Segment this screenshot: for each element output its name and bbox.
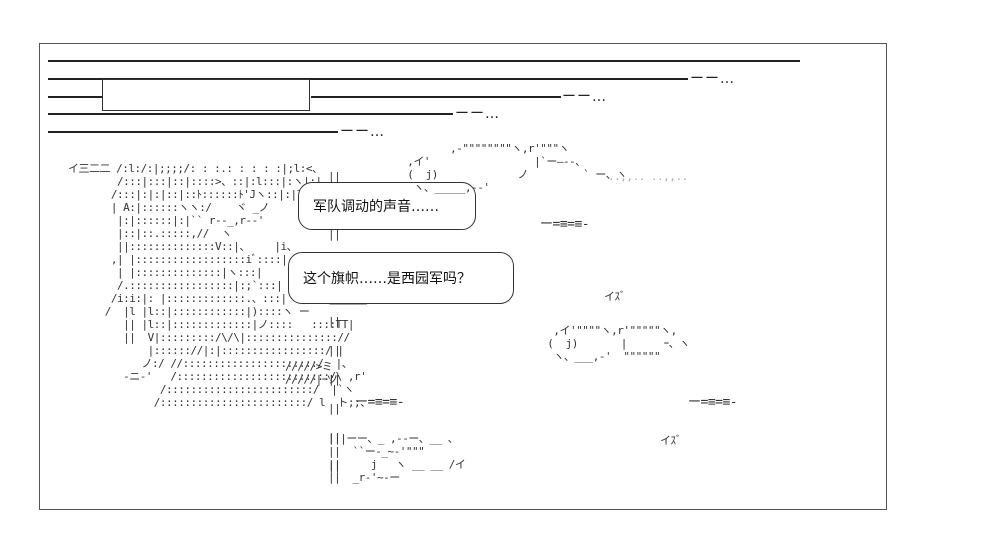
motion-arrow-2: ー=≡=≡- <box>355 395 405 410</box>
ascii-art-frame <box>39 43 887 510</box>
top-rule-2-tail: ーー… <box>690 71 735 87</box>
troops-ground-art: |||ーー、_ ,--ー、__ 、 || ``ー-_~-'""" || j ヽ … <box>328 432 466 484</box>
top-rule-5 <box>48 131 338 133</box>
faint-dust-marks: ..,,.. ..,,.. <box>608 170 688 183</box>
speech-bubble-flag-text: 这个旗帜……是西园军吗？ <box>303 271 471 287</box>
top-rule-1 <box>48 60 800 62</box>
speech-bubble-flag: 这个旗帜……是西园军吗？ <box>288 252 514 304</box>
speech-bubble-troops-text: 军队调动的声音…… <box>313 199 439 215</box>
small-iz-mark: イｽﾞ <box>604 290 626 303</box>
soldier-figure-art: イ三二二 /:l:/:|;;;;/: : :.: : : : :|;l:<、 /… <box>68 162 371 409</box>
motion-arrow-1: ー=≡=≡- <box>540 217 590 232</box>
motion-arrow-3: ー=≡=≡- <box>688 395 738 410</box>
flag-cloth-mid-art: ,イ'""""ヽ,r'"""""ヽ, ( j) | ｰ、ヽ ヽ、___,-' "… <box>547 324 690 363</box>
top-rule-3-right <box>311 96 561 98</box>
top-rule-4 <box>48 113 453 115</box>
empty-title-box <box>102 79 310 111</box>
top-rule-5-tail: ーー… <box>340 124 385 140</box>
top-rule-2 <box>48 78 688 80</box>
speech-bubble-troops: 军队调动的声音…… <box>298 182 476 230</box>
banner-slash-art: /////>ミ /////|ｰツ <box>285 360 338 386</box>
top-rule-4-tail: ーー… <box>455 106 500 122</box>
top-rule-3-left <box>48 96 102 98</box>
flag-cloth-top-art: ,-""""""""ヽ,r'"""ヽ ,イ' |`ー―--、 ( j) ノ ` … <box>407 142 627 194</box>
top-rule-3-tail: ーー… <box>562 89 607 105</box>
small-iz-mark-2: イｽﾞ <box>660 434 682 447</box>
